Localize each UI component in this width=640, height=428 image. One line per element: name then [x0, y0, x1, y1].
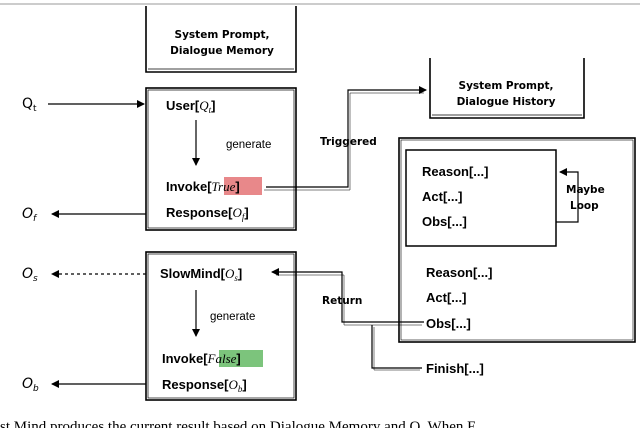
return-edge: Return [271, 268, 424, 326]
q-input-label: Qt [22, 96, 37, 114]
slow-response-line: Response[Ob] [162, 377, 247, 394]
outer-obs: Obs[...] [426, 316, 471, 331]
finish-label: Finish[...] [426, 361, 484, 376]
fast-generate-label: generate [226, 139, 271, 151]
history-line1: System Prompt, [459, 80, 554, 92]
left-io: Qt Of Os Ob [22, 96, 146, 394]
triggered-label: Triggered [320, 136, 377, 148]
dialogue-memory-container: System Prompt, Dialogue Memory [145, 6, 297, 73]
slow-invoke-line: Invoke[False] [162, 351, 241, 366]
history-line2: Dialogue History [457, 96, 556, 108]
inner-reason: Reason[...] [422, 164, 488, 179]
slowmind-line: SlowMind[Os] [160, 266, 242, 283]
maybe-loop-line2: Loop [570, 200, 599, 212]
fast-user-line: User[Qt] [166, 98, 216, 115]
finish-edge: Finish[...] [371, 325, 484, 376]
triggered-edge: Triggered [264, 86, 427, 191]
o-f-label: Of [22, 206, 38, 224]
inner-act: Act[...] [422, 189, 462, 204]
slow-mind-box: SlowMind[Os] generate Invoke[False] Resp… [145, 251, 297, 401]
figure-caption: st Mind produces the current result base… [0, 419, 477, 428]
outer-act: Act[...] [426, 290, 466, 305]
fast-response-line: Response[Of] [166, 205, 249, 222]
maybe-loop-line1: Maybe [566, 184, 605, 196]
false-highlight [219, 350, 263, 367]
slow-generate-label: generate [210, 311, 255, 323]
outer-reason: Reason[...] [426, 265, 492, 280]
fast-mind-box: User[Qt] generate Invoke[True] Response[… [145, 87, 297, 231]
memory-line2: Dialogue Memory [170, 45, 274, 57]
inner-obs: Obs[...] [422, 214, 467, 229]
o-s-label: Os [22, 266, 38, 284]
flow-diagram: System Prompt, Dialogue Memory System Pr… [0, 3, 640, 401]
true-highlight [224, 177, 262, 195]
o-b-label: Ob [22, 376, 39, 394]
agent-outer-box: Reason[...] Act[...] Obs[...] Maybe Loop… [398, 137, 636, 343]
fast-invoke-line: Invoke[True] [166, 179, 240, 194]
agent-inner-box [405, 149, 557, 247]
memory-line1: System Prompt, [175, 29, 270, 41]
maybe-loop-arrow [556, 168, 579, 223]
dialogue-history-container: System Prompt, Dialogue History [429, 58, 585, 119]
return-label: Return [322, 295, 362, 307]
